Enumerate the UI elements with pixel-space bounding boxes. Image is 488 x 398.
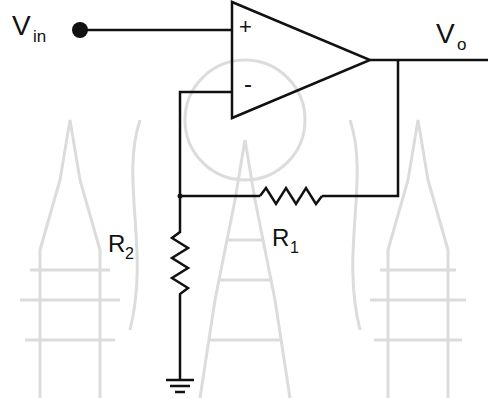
part-subscript: 2 — [125, 246, 134, 262]
junction-wire — [180, 92, 260, 196]
junction-dot — [178, 194, 183, 199]
signal-subscript: in — [33, 28, 46, 45]
signal-name: V — [12, 12, 31, 40]
ground-symbol — [166, 380, 194, 392]
pin-name: + — [239, 16, 252, 38]
signal-name: V — [436, 20, 455, 48]
output-wire — [370, 59, 488, 62]
pin-name: - — [244, 72, 252, 96]
part-subscript: 1 — [290, 240, 299, 256]
part-name: R — [272, 226, 289, 250]
op-amp-symbol — [232, 2, 370, 118]
feedback-wire — [322, 60, 398, 196]
input-wire — [80, 29, 232, 32]
resistor-symbol — [172, 196, 188, 380]
signal-subscript: o — [457, 36, 466, 53]
resistor-symbol — [260, 188, 322, 204]
part-name: R — [108, 232, 125, 256]
input-terminal — [72, 22, 88, 38]
